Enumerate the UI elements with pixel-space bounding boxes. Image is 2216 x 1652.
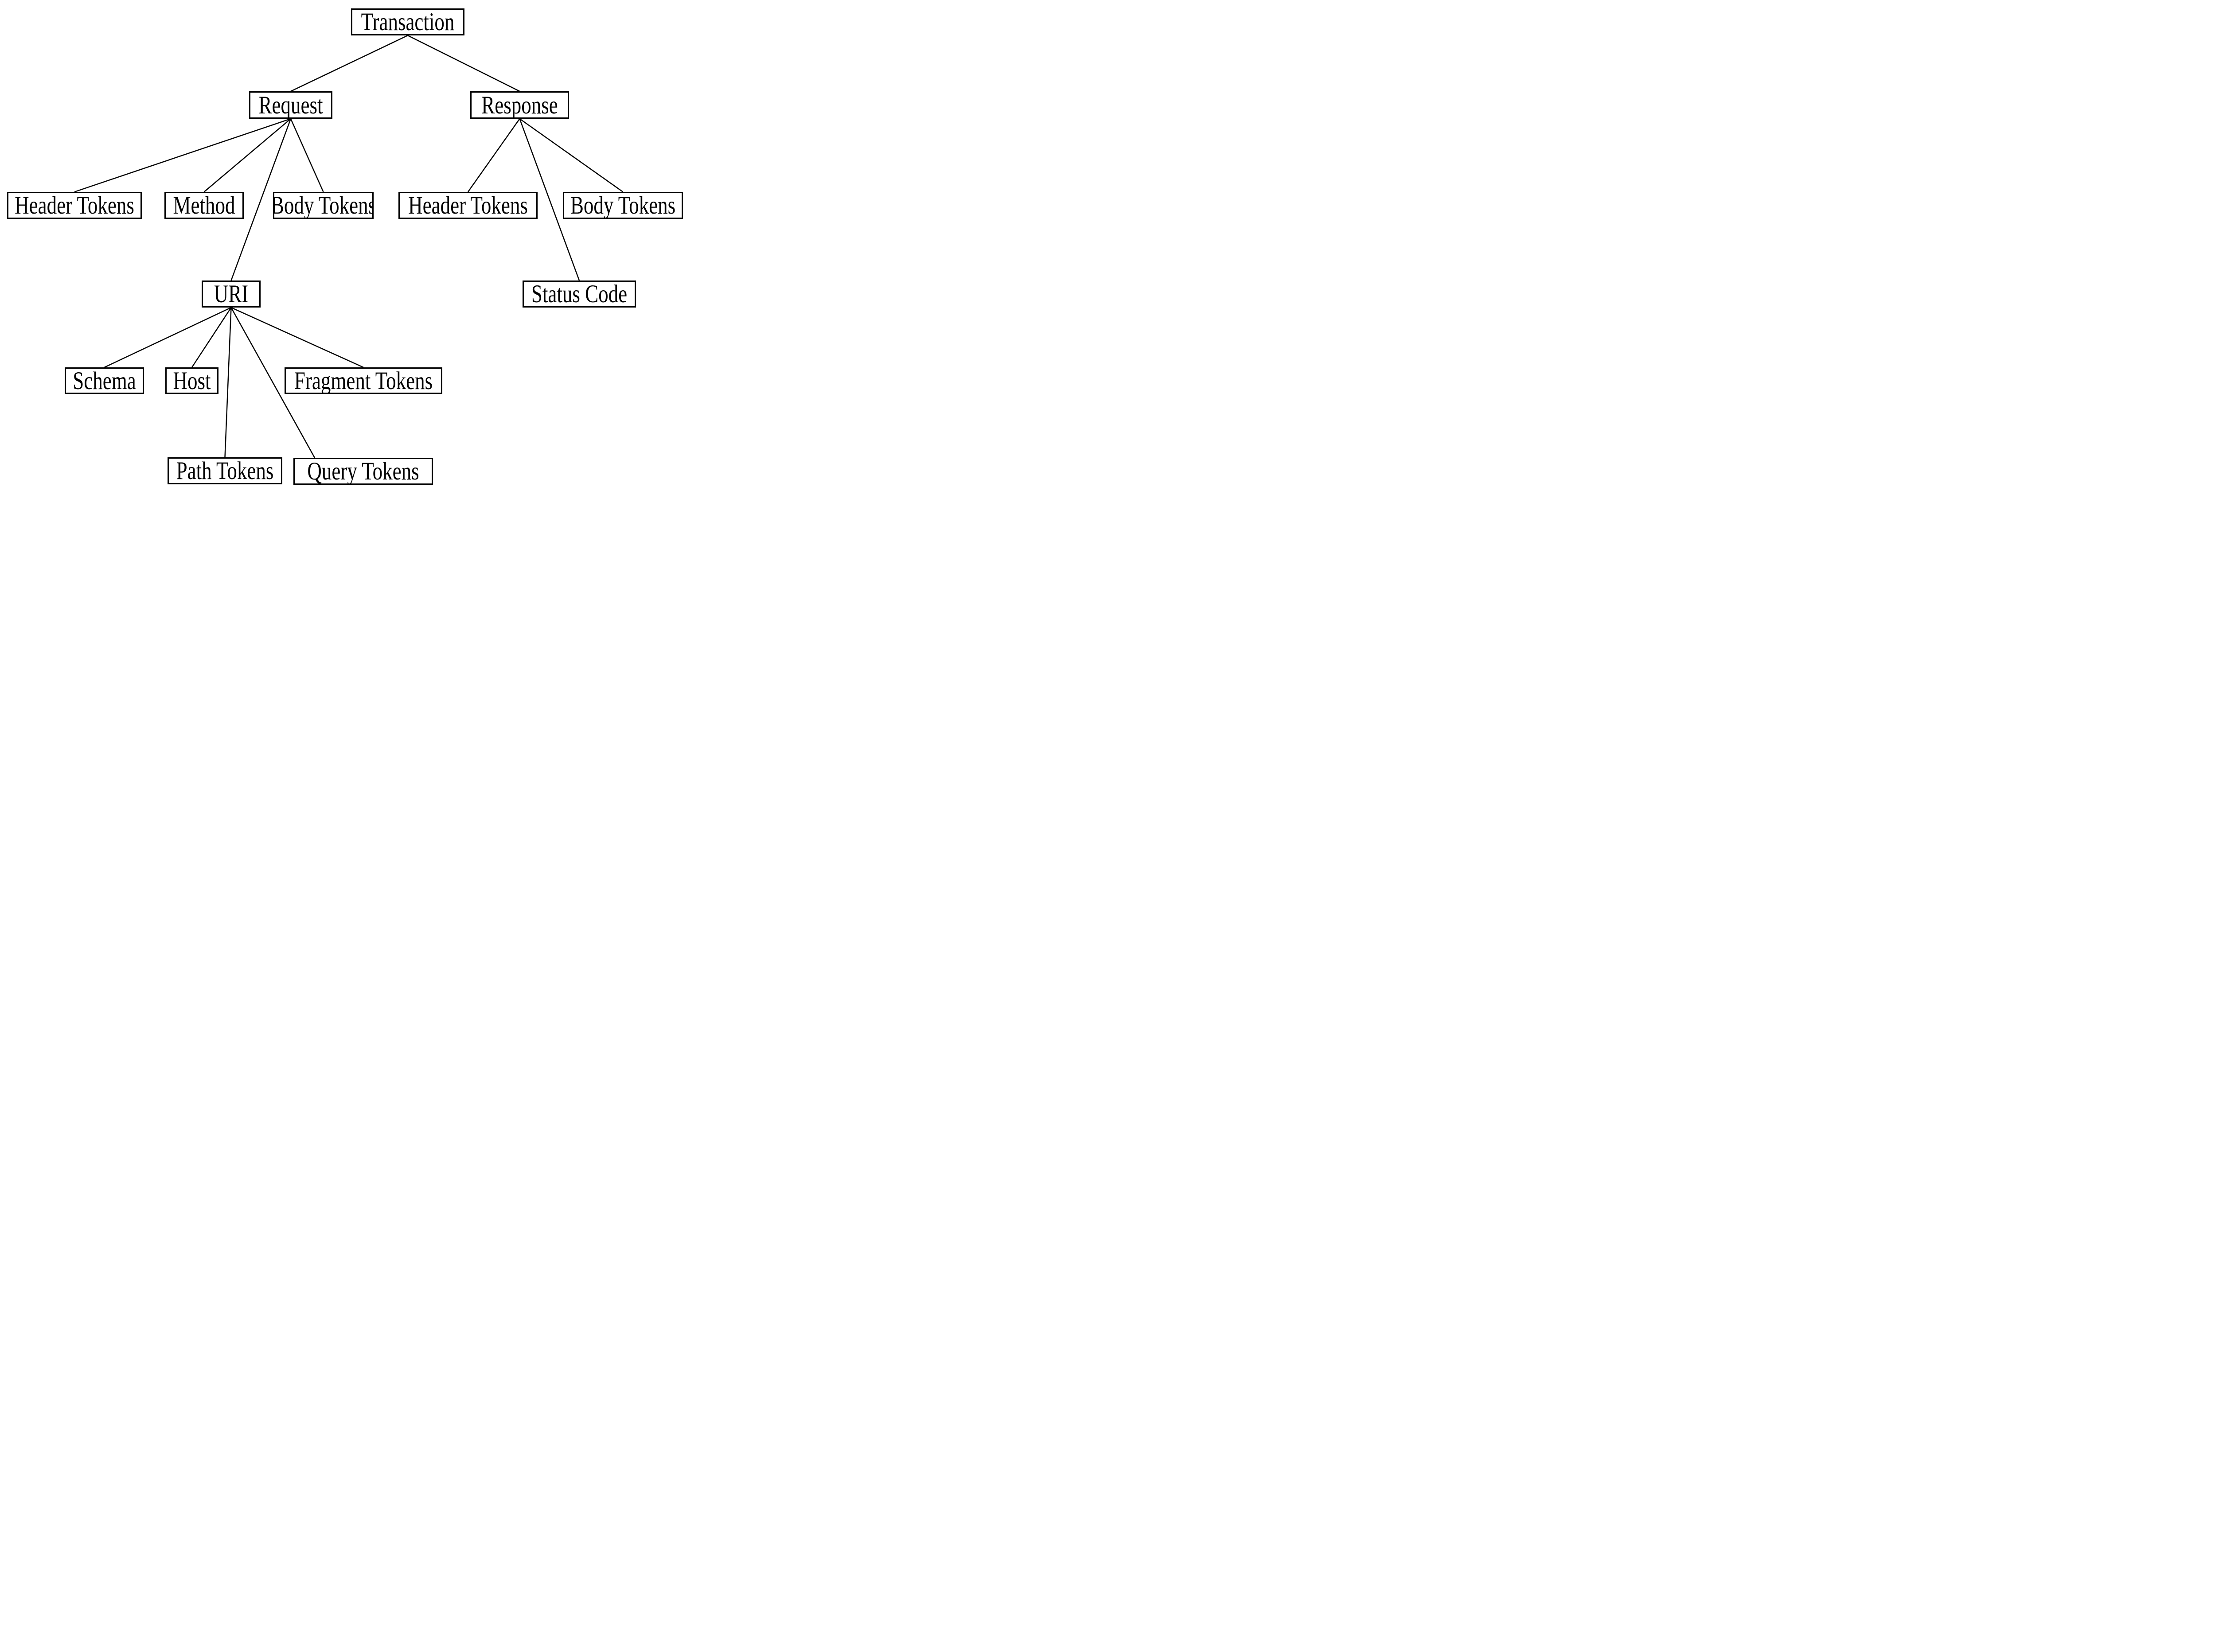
node-label: URI: [214, 281, 249, 308]
edge-uri-to-host: [191, 307, 232, 368]
node-label: Body Tokens: [570, 192, 676, 219]
node-label: Path Tokens: [176, 457, 274, 484]
node-fragment-tokens: Fragment Tokens: [285, 367, 442, 394]
node-response: Response: [470, 91, 569, 119]
node-host: Host: [165, 367, 218, 394]
node-transaction: Transaction: [351, 8, 464, 35]
node-label: Header Tokens: [15, 192, 134, 219]
node-label: Host: [173, 367, 211, 394]
edge-transaction-to-response: [407, 35, 520, 92]
node-request-body-tokens: Body Tokens: [273, 192, 374, 219]
node-query-tokens: Query Tokens: [293, 458, 433, 485]
node-request: Request: [249, 91, 332, 119]
node-label: Header Tokens: [408, 192, 528, 219]
edge-request-to-uri: [230, 118, 292, 281]
node-method: Method: [164, 192, 244, 219]
node-label: Request: [258, 91, 323, 119]
node-response-header-tokens: Header Tokens: [398, 192, 538, 219]
edge-response-to-response-header-tokens: [467, 118, 520, 192]
node-label: Status Code: [531, 281, 628, 308]
edge-lines: [74, 35, 624, 458]
edge-response-to-response-body-tokens: [519, 118, 624, 193]
node-uri: URI: [202, 281, 261, 308]
node-label: Fragment Tokens: [294, 367, 433, 394]
node-path-tokens: Path Tokens: [168, 457, 282, 484]
node-label: Response: [481, 91, 558, 119]
node-schema: Schema: [65, 367, 144, 394]
node-label: Method: [173, 192, 235, 219]
node-label: Query Tokens: [307, 458, 419, 485]
edge-request-to-method: [203, 118, 291, 192]
edge-uri-to-fragment-tokens: [230, 307, 364, 368]
node-label: Schema: [73, 367, 136, 394]
node-request-header-tokens: Header Tokens: [7, 192, 142, 219]
edge-request-to-request-header-tokens: [74, 118, 291, 193]
node-label: Transaction: [361, 8, 455, 35]
edge-response-to-status-code: [519, 118, 580, 281]
node-label: Body Tokens: [273, 192, 374, 219]
edge-uri-to-schema: [104, 307, 232, 368]
edge-uri-to-path-tokens: [224, 307, 232, 458]
edge-uri-to-query-tokens: [230, 307, 316, 458]
edge-request-to-request-body-tokens: [290, 118, 324, 192]
node-response-body-tokens: Body Tokens: [563, 192, 683, 219]
node-status-code: Status Code: [523, 281, 636, 308]
edge-transaction-to-request: [290, 35, 408, 92]
